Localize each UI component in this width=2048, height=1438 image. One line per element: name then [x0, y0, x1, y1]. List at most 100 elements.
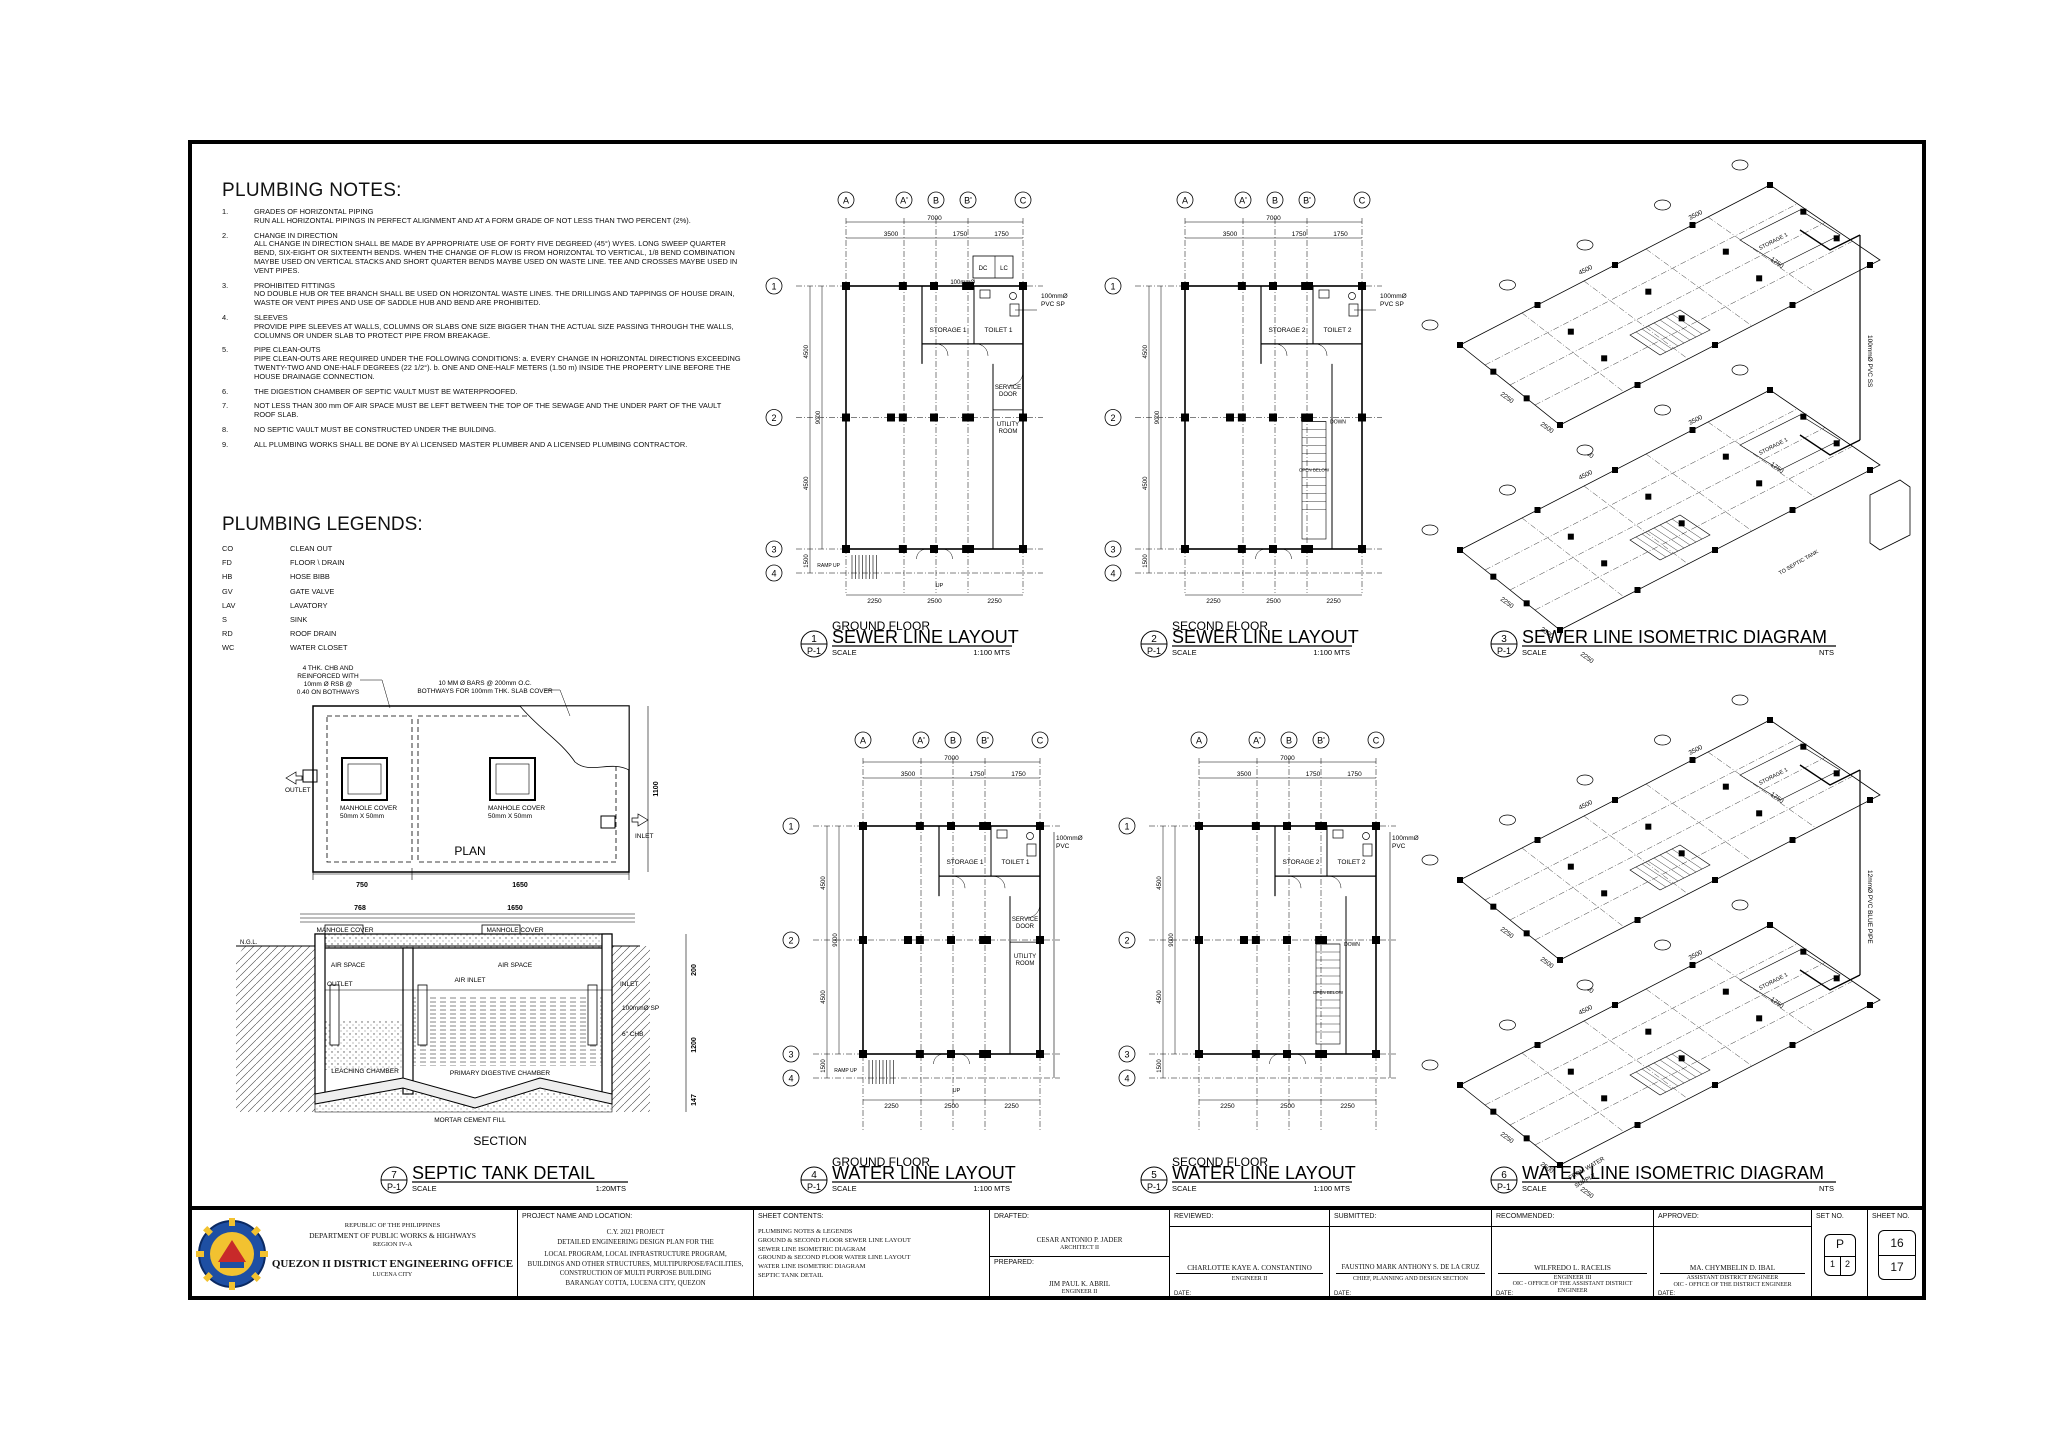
column	[1283, 936, 1291, 944]
sheet-no-box: 16 17	[1878, 1230, 1916, 1280]
room-label: ROOM	[1016, 961, 1035, 967]
iso-column	[1457, 342, 1463, 348]
iso-dim-text: 4500	[1578, 264, 1594, 277]
column	[842, 413, 850, 422]
plumbing-note-item: 9.ALL PLUMBING WORKS SHALL BE DONE BY A\…	[222, 440, 742, 450]
room-label: UTILITY	[1014, 954, 1036, 960]
dpwh-logo-icon	[196, 1218, 268, 1290]
recommended-title2: OIC - OFFICE OF THE ASSISTANT DISTRICT E…	[1512, 1281, 1633, 1294]
iso-grid-bubble	[1731, 159, 1749, 171]
plumbing-note-body: NO SEPTIC VAULT MUST BE CONSTRUCTED UNDE…	[254, 424, 497, 434]
iso-room-label: STORAGE 1	[1758, 972, 1789, 992]
iso-grid-line	[1521, 1052, 1625, 1133]
dim-text: 4500	[1157, 876, 1163, 890]
legend-description: CLEAN OUT	[290, 544, 333, 553]
column	[1372, 1050, 1380, 1058]
column	[962, 282, 971, 290]
drawing-sheet-border	[188, 140, 1926, 1300]
column	[1195, 822, 1203, 830]
title-block-contents: SHEET CONTENTS: PLUMBING NOTES & LEGENDS…	[754, 1210, 990, 1300]
dim-text: 4500	[821, 876, 827, 890]
column	[947, 822, 955, 830]
title-scale-word: SCALE	[1522, 648, 1547, 657]
title-number: 6	[1501, 1170, 1507, 1181]
iso-riser-label: 100mmØ PVC SS	[1866, 335, 1873, 388]
column	[842, 545, 850, 553]
title-scale-word: SCALE	[1172, 1184, 1197, 1193]
grid-bubble	[1298, 191, 1316, 209]
title-main: SEWER LINE LAYOUT	[832, 627, 1019, 647]
iso-column	[1767, 922, 1773, 928]
floor-drain-icon	[1026, 832, 1034, 840]
septic-wall-note: 4 THK. CHB AND REINFORCED WITH 10mm Ø RS…	[297, 665, 360, 696]
iso-grid-line	[1484, 203, 1798, 366]
iso-dim-text: 2250	[1579, 651, 1595, 665]
manhole-size-label-1: 50mm X 50mm	[340, 813, 384, 820]
room-label: UP	[936, 583, 944, 589]
reviewed-name: CHARLOTTE KAYE A. CONSTANTINO	[1187, 1264, 1312, 1272]
plumbing-note-text: ALL PLUMBING WORKS SHALL BE DONE BY A\ L…	[254, 440, 742, 450]
title-scale-word: SCALE	[412, 1184, 437, 1193]
iso-column	[1789, 507, 1796, 513]
approved-label: APPROVED:	[1658, 1213, 1699, 1220]
iso-column	[1678, 315, 1685, 322]
iso-column	[1457, 1082, 1463, 1088]
dim-text: 1750	[1306, 771, 1321, 778]
iso-stair-tread	[1635, 1071, 1667, 1093]
air-inlet-label: AIR INLET	[454, 977, 485, 984]
plan-dim-750: 750	[356, 882, 368, 889]
iso-grid-bubble	[1576, 979, 1594, 991]
dim-text: 4500	[804, 476, 810, 490]
iso-column	[1800, 743, 1807, 750]
plumbing-note-number: 1.	[222, 207, 229, 216]
water-closet-icon	[996, 829, 1008, 839]
iso-column	[1722, 988, 1729, 995]
title-block-recommended: RECOMMENDED: WILFREDO L. RACELIS ENGINEE…	[1492, 1210, 1654, 1300]
dim-text: 2250	[1004, 1103, 1019, 1110]
iso-column	[1523, 1135, 1530, 1142]
dim-text: 9000	[1169, 933, 1175, 947]
iso-stair-tread	[1671, 1053, 1703, 1075]
column	[915, 822, 924, 830]
door-swing	[916, 548, 927, 560]
column	[930, 282, 938, 290]
grid-label: A'	[1253, 736, 1261, 746]
manhole-cover-label-2: MANHOLE COVER	[488, 805, 545, 812]
grid-bubble	[1104, 277, 1122, 295]
grid-bubble	[782, 1045, 800, 1063]
room-label: STORAGE 2	[1282, 859, 1319, 866]
door-swing	[1328, 875, 1342, 889]
column	[842, 282, 850, 290]
grid-label: B	[1286, 736, 1292, 746]
iso-stair-tread	[1641, 1068, 1673, 1090]
office-republic: REPUBLIC OF THE PHILIPPINES	[344, 1222, 441, 1229]
iso-grid-line	[1484, 738, 1798, 901]
room-label: STORAGE 2	[1268, 327, 1305, 334]
iso-grid-line	[1521, 517, 1625, 598]
iso-floor-outline	[1459, 389, 1881, 631]
column	[1036, 1050, 1044, 1058]
legend-code: RD	[222, 629, 233, 639]
column	[1358, 545, 1366, 553]
iso-column	[1490, 573, 1497, 580]
grid-label: 1	[771, 282, 776, 292]
dim-text: 9000	[833, 933, 839, 947]
iso-column	[1722, 783, 1729, 790]
project-line: CONSTRUCTION OF MULTI PURPOSE BUILDING	[559, 1270, 712, 1277]
dim-text: 1750	[1011, 771, 1026, 778]
iso-outlet-label: TO SEPTIC TANK	[1778, 549, 1820, 577]
column	[1181, 282, 1189, 290]
title-scale-word: SCALE	[1522, 1184, 1547, 1193]
iso-column	[1800, 208, 1807, 215]
dim-text: 3500	[1223, 231, 1238, 238]
iso-septic-tank	[1869, 479, 1911, 551]
iso-column	[1867, 797, 1873, 803]
ngl-label: N.G.L.	[240, 940, 258, 946]
iso-stair-tread	[1653, 527, 1685, 549]
grid-bubble	[1190, 731, 1208, 749]
septic-inlet-label: INLET	[635, 833, 653, 840]
